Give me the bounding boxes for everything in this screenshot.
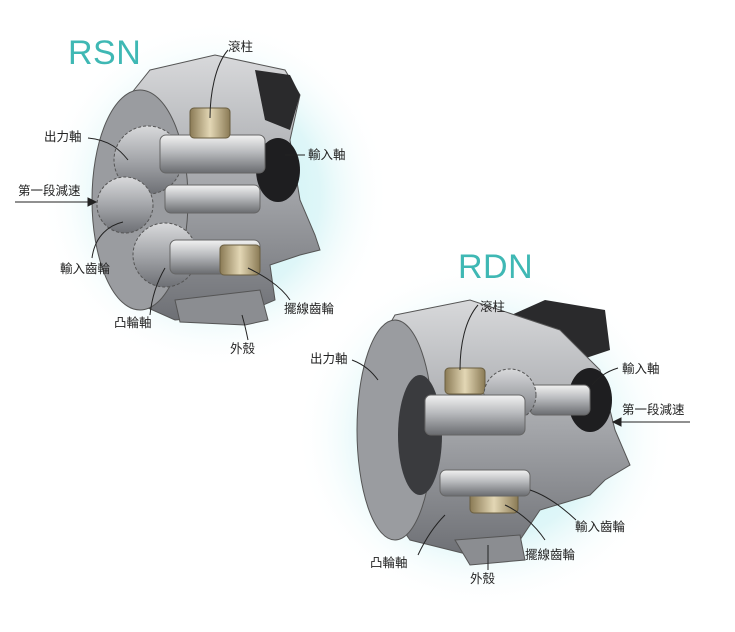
rsn-title: RSN [68, 34, 142, 72]
rsn-bottom-flange [174, 289, 269, 326]
rdn-bottom-flange [454, 534, 526, 566]
rsn-leaders [87, 49, 305, 341]
rdn-first-stage-arrow [611, 417, 690, 427]
rdn-leader-roller [459, 304, 479, 371]
rdn-label-cycloid-gear: 擺線齒輪 [525, 547, 576, 562]
rdn-leader-cam-shaft [417, 514, 446, 556]
rdn-title: RDN [458, 248, 534, 286]
rdn-leader-input-shaft [591, 367, 619, 386]
rdn-label-input-shaft: 輸入軸 [622, 361, 660, 376]
rsn-leader-roller [209, 49, 229, 119]
rsn-label-input-shaft: 輸入軸 [308, 147, 346, 162]
rsn-gear-mid [96, 176, 154, 234]
rdn-leader-cycloid-gear [504, 504, 546, 541]
rdn-leader-input-gear [529, 489, 577, 521]
rsn-shaft-upper [159, 134, 266, 174]
rsn-shaft-middle [164, 184, 261, 214]
rsn-leader-input-gear [91, 221, 124, 259]
rsn-input-cover [255, 70, 300, 130]
rdn-lower-shaft [439, 469, 531, 497]
rdn-illustration [295, 260, 675, 610]
rdn-label-roller: 滾柱 [480, 299, 506, 314]
rsn-label-cam-shaft: 凸輪軸 [114, 315, 152, 330]
rsn-label-first-stage: 第一段減速 [18, 183, 81, 198]
rsn-label-roller: 滾柱 [228, 39, 254, 54]
rsn-leader-housing [241, 314, 249, 341]
rsn-cycloid-part [219, 244, 261, 276]
rsn-label-housing: 外殼 [230, 341, 256, 356]
rsn-leader-output-shaft [87, 137, 129, 161]
rdn-leader-output-shaft [351, 359, 379, 381]
rdn-label-output-shaft: 出力軸 [310, 351, 348, 366]
rsn-illustration [40, 20, 390, 370]
rsn-label-cycloid-gear: 擺線齒輪 [284, 301, 335, 316]
rsn-leader-cam-shaft [149, 267, 166, 316]
rdn-roller-part [444, 367, 486, 395]
rsn-input-seal [256, 138, 300, 202]
rdn-label-housing: 外殼 [470, 571, 496, 586]
rdn-input-shaft [529, 384, 591, 416]
rdn-label-input-gear: 輸入齒輪 [575, 519, 626, 534]
rdn-cam-shaft [424, 394, 526, 436]
rsn-label-output-shaft: 出力軸 [44, 129, 82, 144]
rsn-label-input-gear: 輸入齒輪 [60, 261, 111, 276]
rdn-label-first-stage: 第一段減速 [622, 402, 685, 417]
rsn-leader-cycloid-gear [247, 267, 291, 301]
rdn-label-cam-shaft: 凸輪軸 [370, 555, 408, 570]
rdn-leaders [351, 304, 619, 570]
rsn-first-stage-arrow [15, 197, 98, 207]
